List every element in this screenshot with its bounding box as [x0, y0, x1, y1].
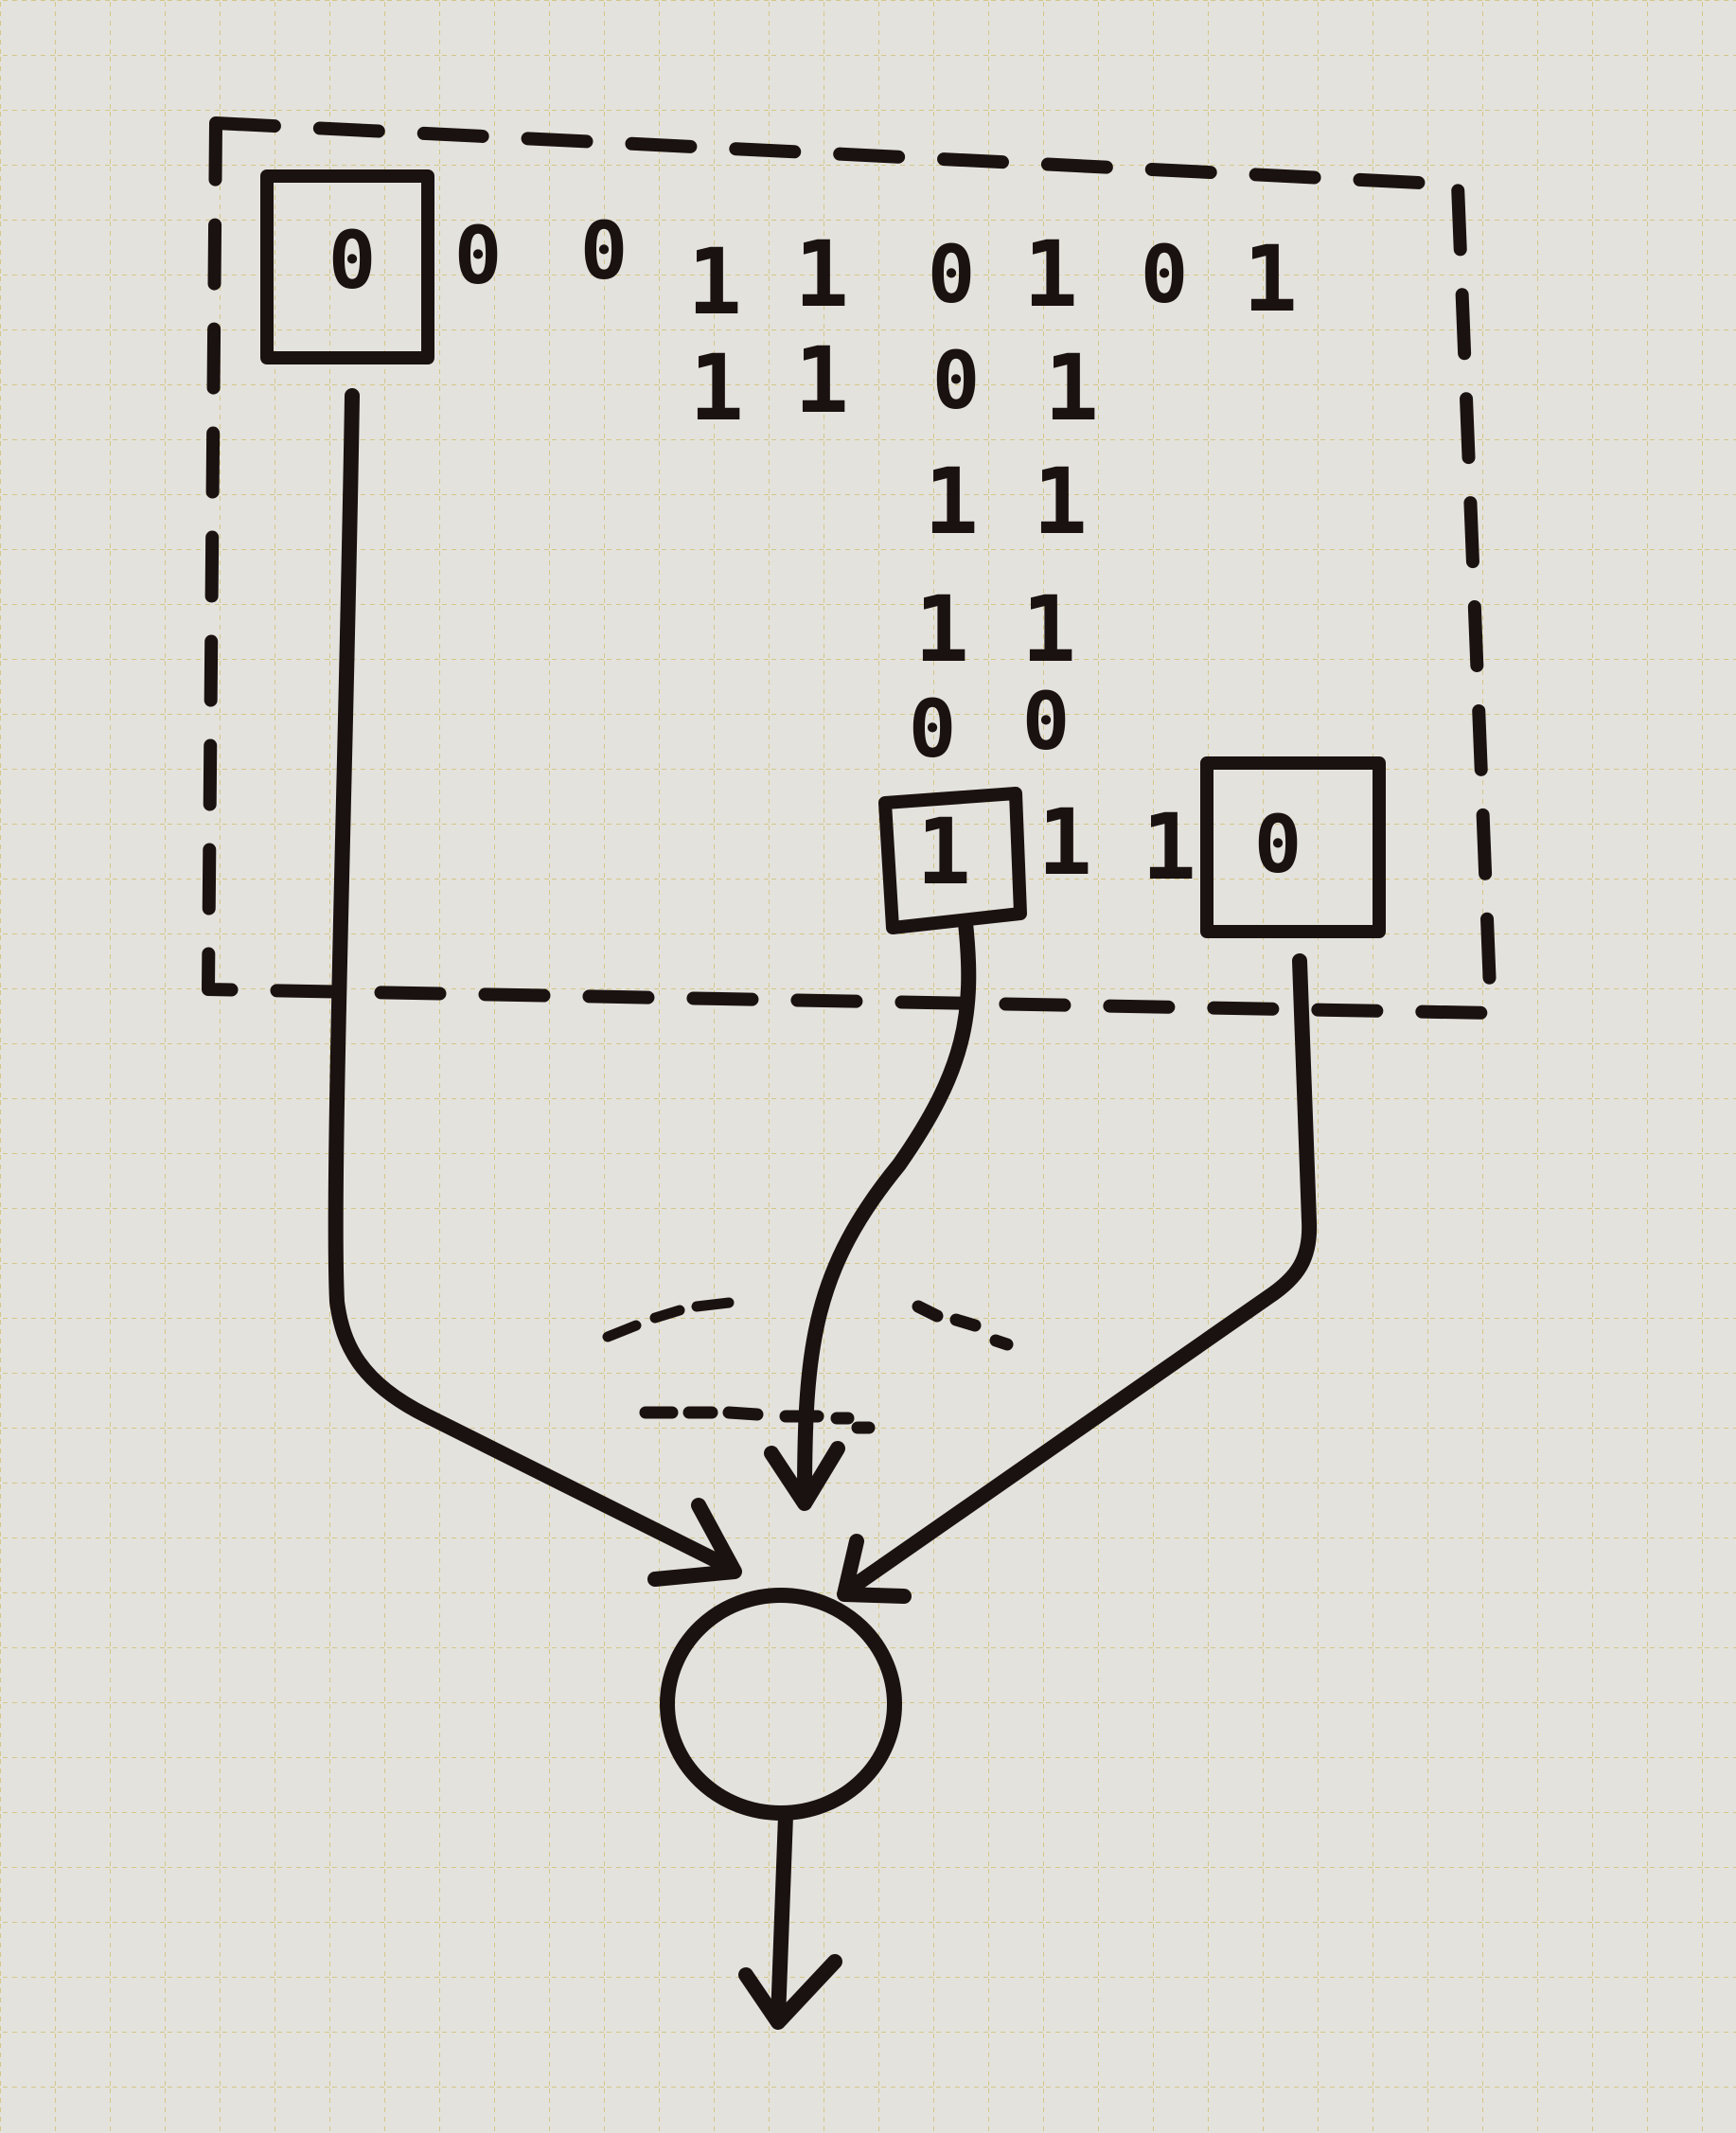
binary-digit-column-left: 0: [909, 683, 957, 775]
binary-digit-column-right: 1: [1021, 577, 1076, 683]
binary-digit-column-right: 0: [1022, 675, 1071, 768]
binary-digit-top-row: 1: [1243, 226, 1298, 332]
binary-digit-top-row: 0: [454, 209, 503, 302]
binary-digit-bottom-row: 1: [1142, 794, 1196, 900]
selected-cell-box-middle: [878, 787, 1027, 934]
receptive-field-dashed-border: [202, 116, 1497, 1020]
binary-digit-column-left: 1: [914, 577, 969, 683]
binary-digit-top-row: 1: [687, 229, 742, 335]
binary-digit-top-row: 0: [328, 214, 377, 307]
binary-digit-top-row: 0: [1141, 228, 1189, 321]
connection-line-right: [840, 953, 1318, 1598]
binary-digit-top-row: 0: [928, 228, 976, 321]
output-line: [771, 1808, 793, 2026]
binary-digit-top-row: 1: [1023, 222, 1078, 328]
binary-digit-second-row: 1: [794, 328, 849, 434]
selected-cell-box-right: [1200, 756, 1386, 938]
binary-digit-second-row: 1: [1044, 335, 1099, 441]
selected-cell-box-top-left: [260, 169, 434, 364]
ellipsis-dash: [691, 1297, 735, 1312]
binary-digit-top-row: 0: [580, 204, 629, 297]
ellipsis-dash: [602, 1320, 642, 1342]
connection-line-middle: [797, 915, 977, 1503]
binary-digit-top-row: 1: [794, 222, 849, 328]
ellipsis-dash: [989, 1334, 1014, 1351]
binary-digit-bottom-row: 1: [1037, 790, 1092, 896]
ellipsis-dash: [649, 1305, 685, 1324]
ellipsis-dash: [722, 1406, 764, 1421]
arrowhead-right: [837, 1534, 912, 1604]
arrowhead-middle: [764, 1441, 845, 1511]
ellipsis-connections: [602, 1297, 1014, 1434]
binary-digit-second-row: 1: [689, 335, 744, 441]
connection-line-left: [328, 388, 736, 1574]
arrowhead-left: [647, 1498, 742, 1587]
binary-digit-bottom-row: 0: [1254, 798, 1302, 891]
binary-digit-column-right: 1: [1033, 449, 1088, 555]
binary-digit-bottom-row: 1: [916, 799, 971, 905]
output-arrowhead: [738, 1954, 842, 2030]
binary-digit-column-left: 1: [924, 449, 979, 555]
ellipsis-dash: [912, 1300, 944, 1323]
ellipsis-dash: [949, 1313, 982, 1332]
binary-digit-second-row: 0: [932, 334, 981, 427]
